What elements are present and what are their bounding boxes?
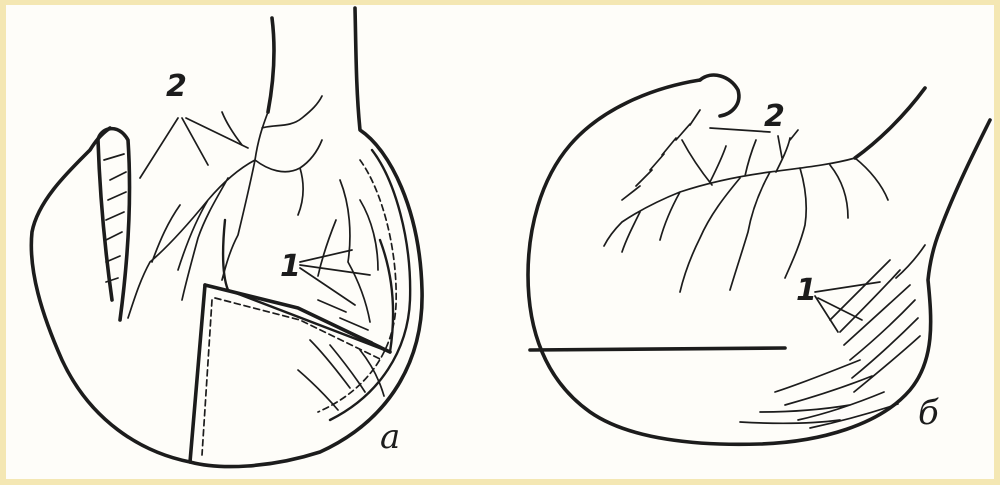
panel-b-vessels — [604, 110, 925, 428]
panel-b-letter: б — [918, 393, 939, 433]
panel-b-cut — [530, 348, 785, 350]
panel-a-callout-2-lines — [140, 118, 248, 178]
panel-a-rim — [330, 150, 410, 420]
panel-b-outline — [528, 80, 990, 444]
panel-b-callout-1: 1 — [796, 273, 817, 308]
panel-a-callout-1: 1 — [280, 249, 301, 284]
panel-a-callout-1-lines — [300, 250, 370, 305]
panel-a-inner-fold — [223, 220, 393, 352]
panel-b-stalk — [855, 88, 925, 158]
panel-a-callout-2: 2 — [166, 69, 187, 104]
panel-b-callout-2: 2 — [764, 99, 785, 134]
panel-b: 2 1 б — [528, 75, 990, 444]
panel-a-letter: а — [380, 417, 400, 457]
panel-a: 2 1 а — [31, 8, 422, 467]
panel-b-knob — [700, 75, 739, 116]
